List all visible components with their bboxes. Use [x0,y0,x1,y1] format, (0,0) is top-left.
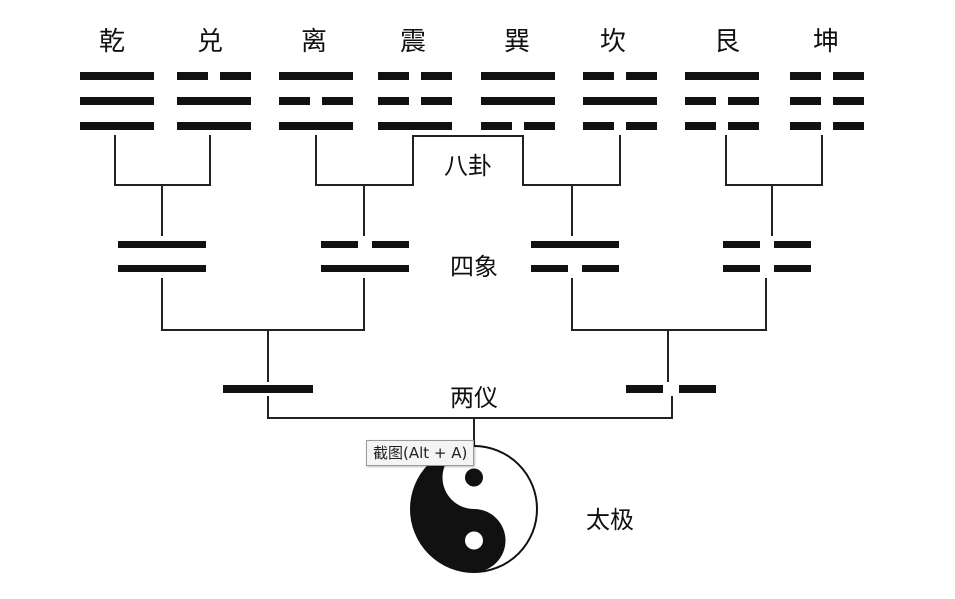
trigram-label-gen: 艮 [714,27,740,57]
trigram-labels: 乾 兑 离 震 巽 坎 艮 坤 [99,27,839,57]
yin-line-segment [583,122,614,130]
yin-line-segment [723,241,760,248]
yang-line [378,122,452,130]
yang-line [481,72,555,80]
liangyi-symbol-1 [223,385,313,393]
yin-line-segment [378,72,409,80]
yin-line-segment [790,122,821,130]
yang-line [80,72,154,80]
yin-line-segment [421,97,452,105]
yin-line-segment [626,72,657,80]
yang-line [80,122,154,130]
yin-line-segment [833,97,864,105]
yin-line-segment [774,265,811,272]
yang-line [321,265,409,272]
yin-line-segment [679,385,716,393]
yang-line [531,241,619,248]
yin-line-segment [582,265,619,272]
yin-line-segment [833,72,864,80]
connector-sixiang-left [161,278,365,331]
yang-line [481,97,555,105]
yin-line-segment [626,122,657,130]
trigram-symbol-8 [790,72,864,130]
level-label-sixiang: 四象 [450,253,498,281]
trigram-symbol-5 [481,72,555,130]
yin-line-segment [723,265,760,272]
yin-line-segment [372,241,409,248]
yin-line-segment [279,97,310,105]
yin-line-segment [790,97,821,105]
taiji-symbol [410,445,538,573]
yin-line-segment [220,72,251,80]
yin-line-segment [322,97,353,105]
yang-line [685,72,759,80]
yang-line [80,97,154,105]
screenshot-tooltip: 截图(Alt + A) [366,440,475,466]
trigram-label-zhen: 震 [400,27,426,57]
yin-line-segment [685,97,716,105]
connector-liangyi [267,396,673,419]
level-label-liangyi: 两仪 [450,384,498,412]
liangyi-symbol-2 [626,385,716,393]
yin-line-segment [685,122,716,130]
trigram-label-dui: 兑 [197,27,223,57]
liangyi-lines [223,385,716,393]
sixiang-symbol-4 [723,241,811,272]
sixiang-symbol-2 [321,241,409,272]
yin-line-segment [524,122,555,130]
connector-qian-dui [114,135,211,186]
trigram-symbol-6 [583,72,657,130]
sixiang-symbol-3 [531,241,619,272]
yang-line [177,97,251,105]
yang-line [583,97,657,105]
connector-xun-kan [522,135,621,186]
yin-line-segment [177,72,208,80]
yin-line-segment [626,385,663,393]
yin-line-segment [790,72,821,80]
trigram-label-kun: 坤 [813,27,839,57]
trigram-symbol-3 [279,72,353,130]
trigram-lines [80,72,864,130]
sixiang-lines [118,241,811,272]
sixiang-symbol-1 [118,241,206,272]
trigram-label-qian: 乾 [99,27,125,57]
yin-line-segment [774,241,811,248]
level-label-taiji: 太极 [586,506,634,534]
connector-sixiang-right [571,278,767,331]
yin-line-segment [728,122,759,130]
trigram-label-kan: 坎 [600,27,626,57]
yin-line-segment [583,72,614,80]
yin-line-segment [833,122,864,130]
yin-line-segment [481,122,512,130]
yang-line [118,241,206,248]
yin-line-segment [321,241,358,248]
connector-gen-kun [725,135,823,186]
yang-line [279,122,353,130]
yang-line [177,122,251,130]
yin-line-segment [531,265,568,272]
yang-line [223,385,313,393]
connector-lines [114,135,823,452]
level-label-bagua: 八卦 [444,152,492,180]
connector-bagua-label-box [412,135,524,185]
trigram-label-li: 离 [301,27,327,57]
yin-line-segment [378,97,409,105]
yang-line [279,72,353,80]
trigram-symbol-2 [177,72,251,130]
yang-line [118,265,206,272]
trigram-label-xun: 巽 [504,27,530,57]
trigram-symbol-1 [80,72,154,130]
connector-li-zhen [315,135,414,186]
yin-line-segment [728,97,759,105]
trigram-symbol-7 [685,72,759,130]
trigram-symbol-4 [378,72,452,130]
yin-line-segment [421,72,452,80]
